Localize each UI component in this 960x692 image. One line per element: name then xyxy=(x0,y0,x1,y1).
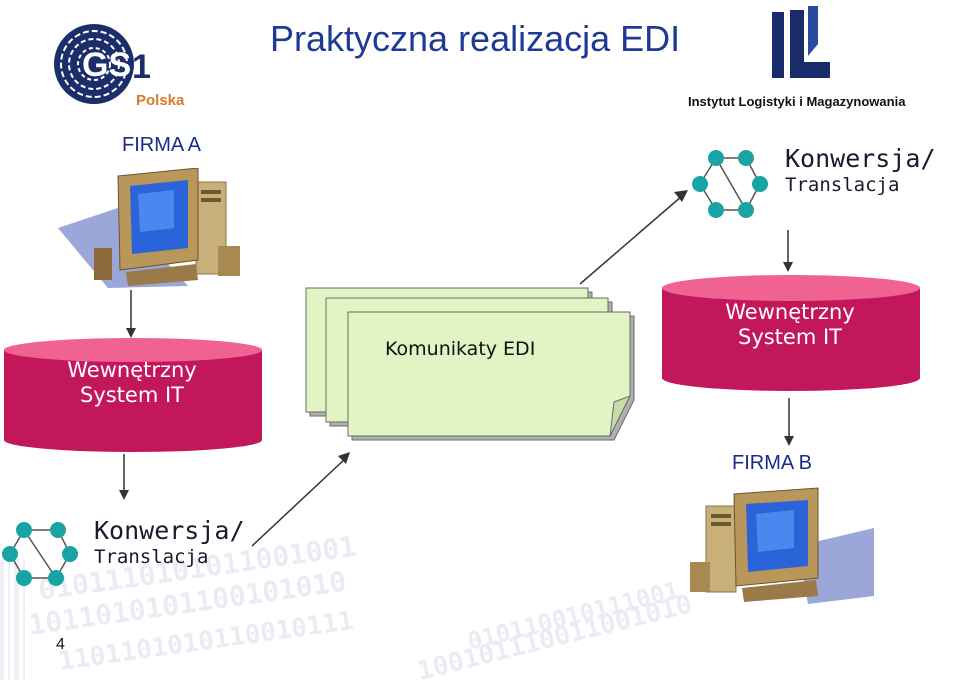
gs1-logo-icon: GS 1 xyxy=(54,24,151,104)
page-title: Praktyczna realizacja EDI xyxy=(270,18,681,59)
conversion-top-label: Konwersja/ Translacja xyxy=(785,144,936,197)
conversion-bottom-line1: Konwersja/ xyxy=(94,516,245,545)
conversion-bottom-line2: Translacja xyxy=(94,546,209,568)
arrow-firma-a-to-system xyxy=(126,290,136,338)
system-right-cylinder xyxy=(662,275,920,391)
system-right-label: Wewnętrzny System IT xyxy=(660,300,920,350)
network-nodes-icon xyxy=(692,150,768,218)
conversion-bottom-label: Konwersja/ Translacja xyxy=(94,516,245,569)
svg-text:GS: GS xyxy=(82,46,131,84)
system-left-label: Wewnętrzny System IT xyxy=(2,358,262,408)
network-nodes-icon xyxy=(2,522,78,586)
computer-icon xyxy=(58,168,240,288)
system-left-line1: Wewnętrzny xyxy=(67,358,197,382)
edi-messages-label: Komunikaty EDI xyxy=(385,338,536,360)
arrow-conversion-to-system xyxy=(783,230,793,272)
system-left-cylinder xyxy=(4,338,262,452)
page-number: 4 xyxy=(56,636,65,653)
edi-messages-stack xyxy=(305,287,635,441)
computer-icon xyxy=(690,487,874,604)
institute-name: Instytut Logistyki i Magazynowania xyxy=(688,94,906,109)
system-left-line2: System IT xyxy=(79,383,184,408)
ilim-logo-icon xyxy=(772,6,830,78)
conversion-top-line2: Translacja xyxy=(785,174,900,196)
gs1-polska-label: Polska xyxy=(136,92,185,109)
system-right-line1: Wewnętrzny xyxy=(725,300,855,324)
system-right-line2: System IT xyxy=(737,325,842,350)
conversion-top-line1: Konwersja/ xyxy=(785,144,936,173)
svg-text:1: 1 xyxy=(132,48,151,86)
arrow-messages-to-conversion xyxy=(579,190,688,285)
arrow-system-to-conversion xyxy=(119,454,129,500)
firma-a-label: FIRMA A xyxy=(122,134,201,156)
arrow-conversion-to-messages xyxy=(251,452,350,547)
arrow-system-to-firma-b xyxy=(784,398,794,446)
firma-b-label: FIRMA B xyxy=(732,452,813,474)
